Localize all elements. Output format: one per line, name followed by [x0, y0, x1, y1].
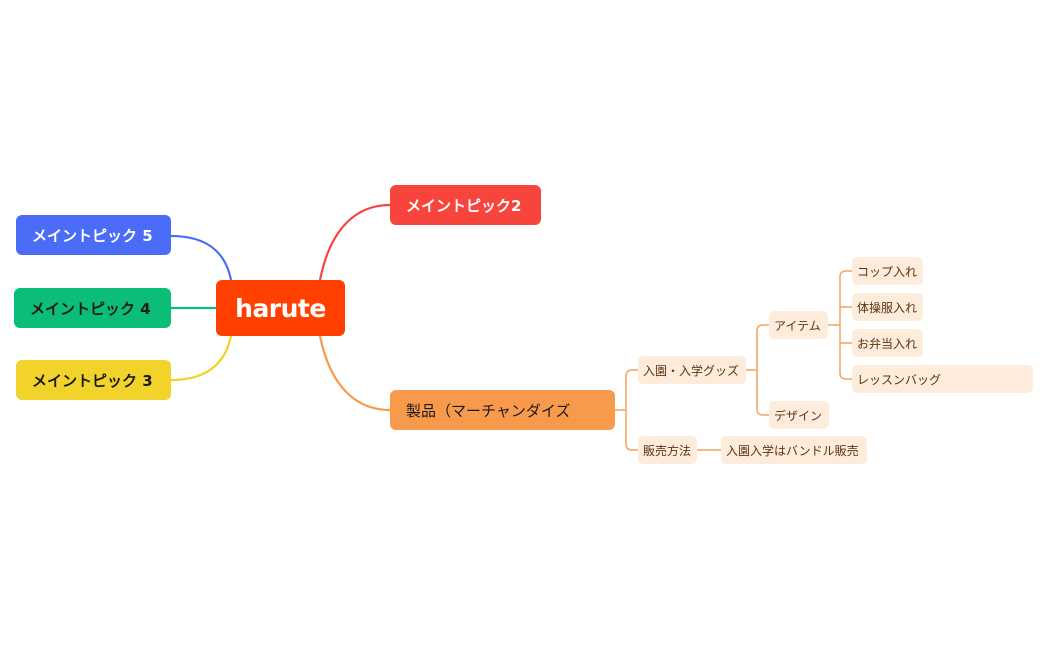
subtopic-bundle-sales[interactable]: 入園入学はバンドル販売 [721, 436, 867, 464]
subtopic-gym-clothes-bag[interactable]: 体操服入れ [852, 293, 923, 321]
main-topic-3[interactable]: メイントピック 3 [16, 360, 171, 400]
link-merch [318, 335, 391, 412]
subtopic-design[interactable]: デザイン [769, 401, 829, 429]
subtopic-sales-method[interactable]: 販売方法 [638, 436, 697, 464]
subtopic-lunch-bag[interactable]: お弁当入れ [852, 329, 923, 357]
subtopic-cup-bag[interactable]: コップ入れ [852, 257, 923, 285]
link-topic3 [170, 335, 233, 382]
merch-sub-links [615, 270, 852, 451]
link-topic2 [318, 203, 391, 281]
main-topic-2[interactable]: メイントピック2 [390, 185, 541, 225]
central-topic[interactable]: harute [216, 280, 345, 336]
subtopic-enrollment-goods[interactable]: 入園・入学グッズ [638, 356, 746, 384]
main-topic-4[interactable]: メイントピック 4 [14, 288, 171, 328]
subtopic-lesson-bag[interactable]: レッスンバッグ [852, 365, 1033, 393]
main-topic-5[interactable]: メイントピック 5 [16, 215, 171, 255]
link-topic5 [170, 234, 233, 281]
subtopic-items[interactable]: アイテム [769, 311, 828, 339]
main-topic-merchandise[interactable]: 製品（マーチャンダイズ [390, 390, 615, 430]
